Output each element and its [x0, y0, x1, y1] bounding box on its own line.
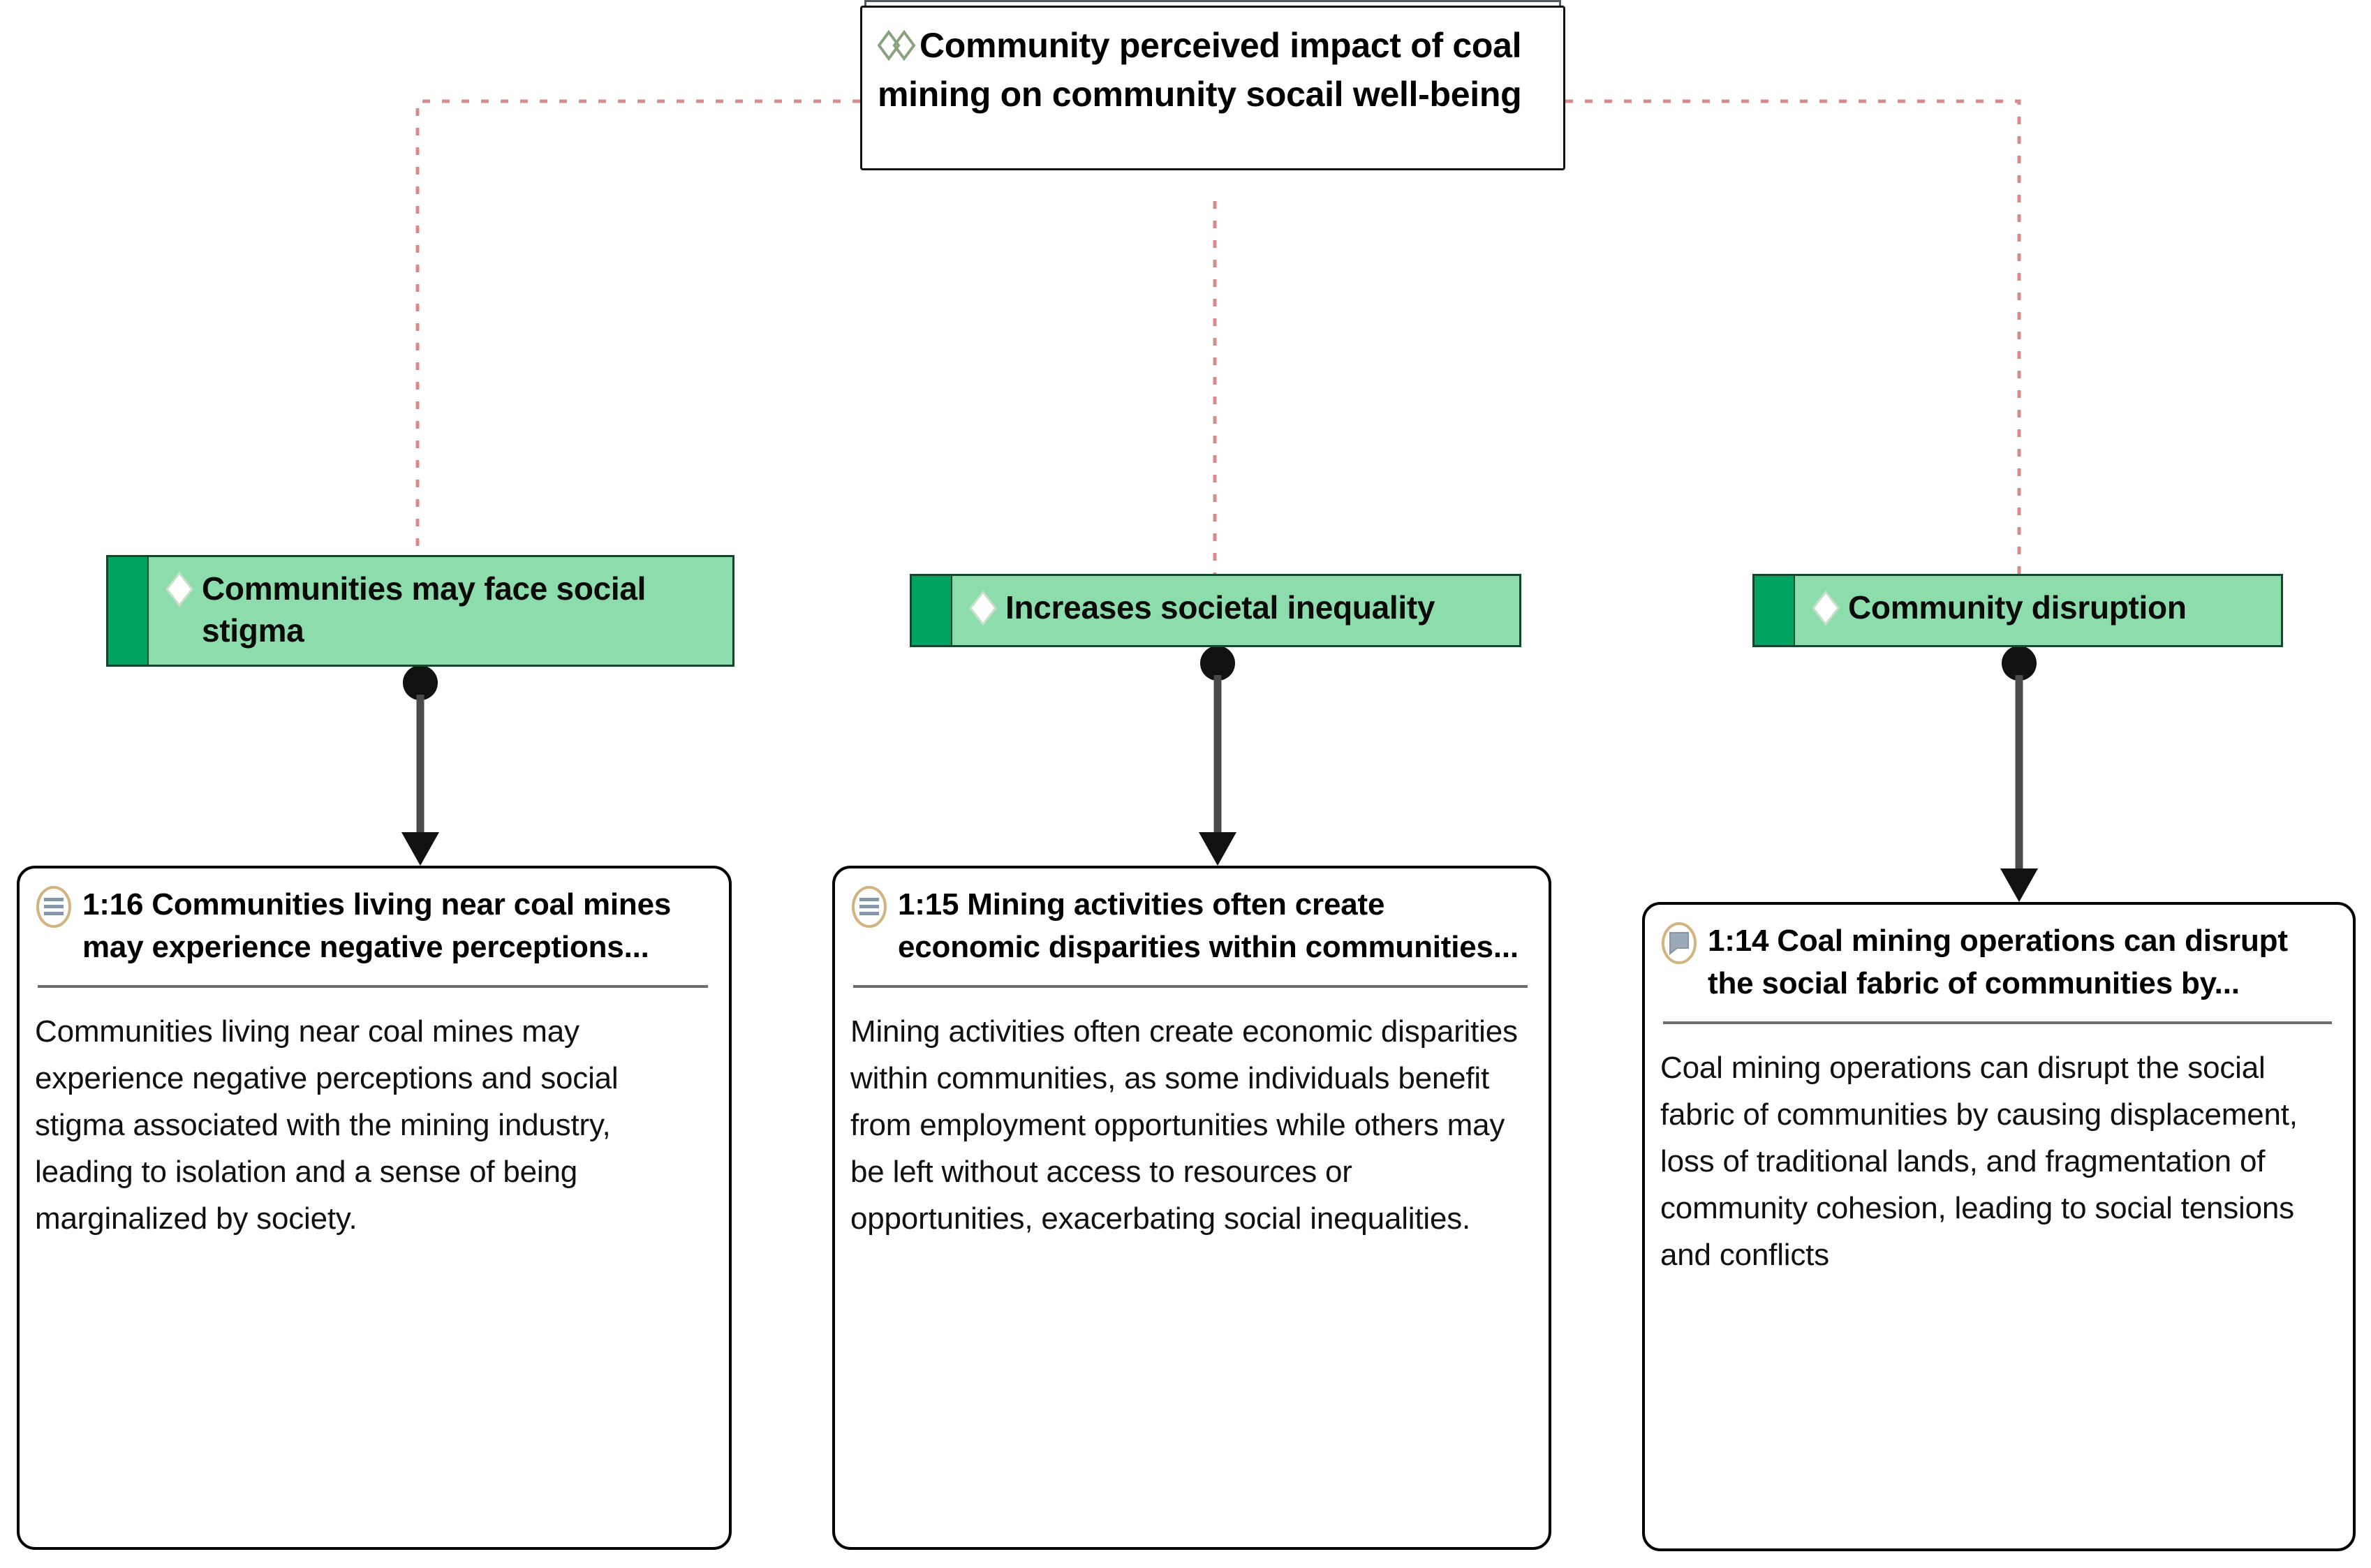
quotation-divider — [1663, 1021, 2332, 1025]
quotation-node-1-15[interactable]: 1:15 Mining activities often create econ… — [832, 866, 1551, 1550]
quotation-header-row: 1:14 Coal mining operations can disrupt … — [1660, 920, 2335, 1005]
quotation-header-text: 1:15 Mining activities often create econ… — [898, 887, 1519, 964]
code-node-body: Community disruption — [1795, 576, 2281, 645]
quotation-node-1-14[interactable]: 1:14 Coal mining operations can disrupt … — [1642, 902, 2356, 1551]
code-node-accent-stripe — [912, 576, 952, 645]
code-node-accent-stripe — [1755, 576, 1795, 645]
code-node-increases-societal-inequality[interactable]: Increases societal inequality — [910, 574, 1521, 647]
quotation-body-text: Mining activities often create economic … — [850, 1014, 1518, 1236]
solid-link-code-3-to-quote-3 — [2000, 646, 2038, 902]
quote-bubble-icon — [1660, 922, 1698, 968]
root-node-body: Community perceived impact of coal minin… — [862, 8, 1563, 168]
diamond-icon — [164, 571, 195, 611]
quotation-header-row: 1:16 Communities living near coal mines … — [35, 884, 711, 968]
code-node-label: Community disruption — [1848, 589, 2187, 626]
diamond-icon — [1810, 590, 1841, 630]
root-node-community-perceived-impact[interactable]: Community perceived impact of coal minin… — [860, 6, 1565, 170]
solid-link-code-1-to-quote-1 — [401, 665, 439, 866]
quotation-body-text: Coal mining operations can disrupt the s… — [1660, 1051, 2298, 1272]
quotation-header-row: 1:15 Mining activities often create econ… — [850, 884, 1530, 968]
code-node-communities-may-face-social-stigma[interactable]: Communities may face social stigma — [106, 555, 734, 667]
quotation-divider — [853, 985, 1528, 989]
memo-lines-icon — [35, 885, 73, 932]
code-node-body: Communities may face social stigma — [149, 557, 732, 665]
memo-lines-icon — [850, 885, 888, 932]
code-node-label: Increases societal inequality — [1005, 589, 1435, 626]
quotation-node-1-16[interactable]: 1:16 Communities living near coal mines … — [17, 866, 732, 1550]
code-node-accent-stripe — [108, 557, 149, 665]
code-node-body: Increases societal inequality — [952, 576, 1519, 645]
quotation-body-text: Communities living near coal mines may e… — [35, 1014, 619, 1236]
root-node-title-row: Community perceived impact of coal minin… — [877, 23, 1545, 117]
double-diamond-icon — [877, 27, 918, 72]
quotation-header-text: 1:14 Coal mining operations can disrupt … — [1708, 924, 2288, 1000]
diamond-icon — [968, 590, 998, 630]
code-node-label: Communities may face social stigma — [202, 570, 647, 649]
solid-link-code-2-to-quote-2 — [1199, 646, 1236, 866]
quotation-divider — [38, 985, 708, 989]
dotted-link-root-to-code-1 — [415, 99, 860, 555]
root-node-title: Community perceived impact of coal minin… — [878, 26, 1522, 114]
dotted-link-root-to-code-3 — [1565, 99, 2021, 574]
quotation-header-text: 1:16 Communities living near coal mines … — [82, 887, 672, 964]
code-node-community-disruption[interactable]: Community disruption — [1752, 574, 2283, 647]
